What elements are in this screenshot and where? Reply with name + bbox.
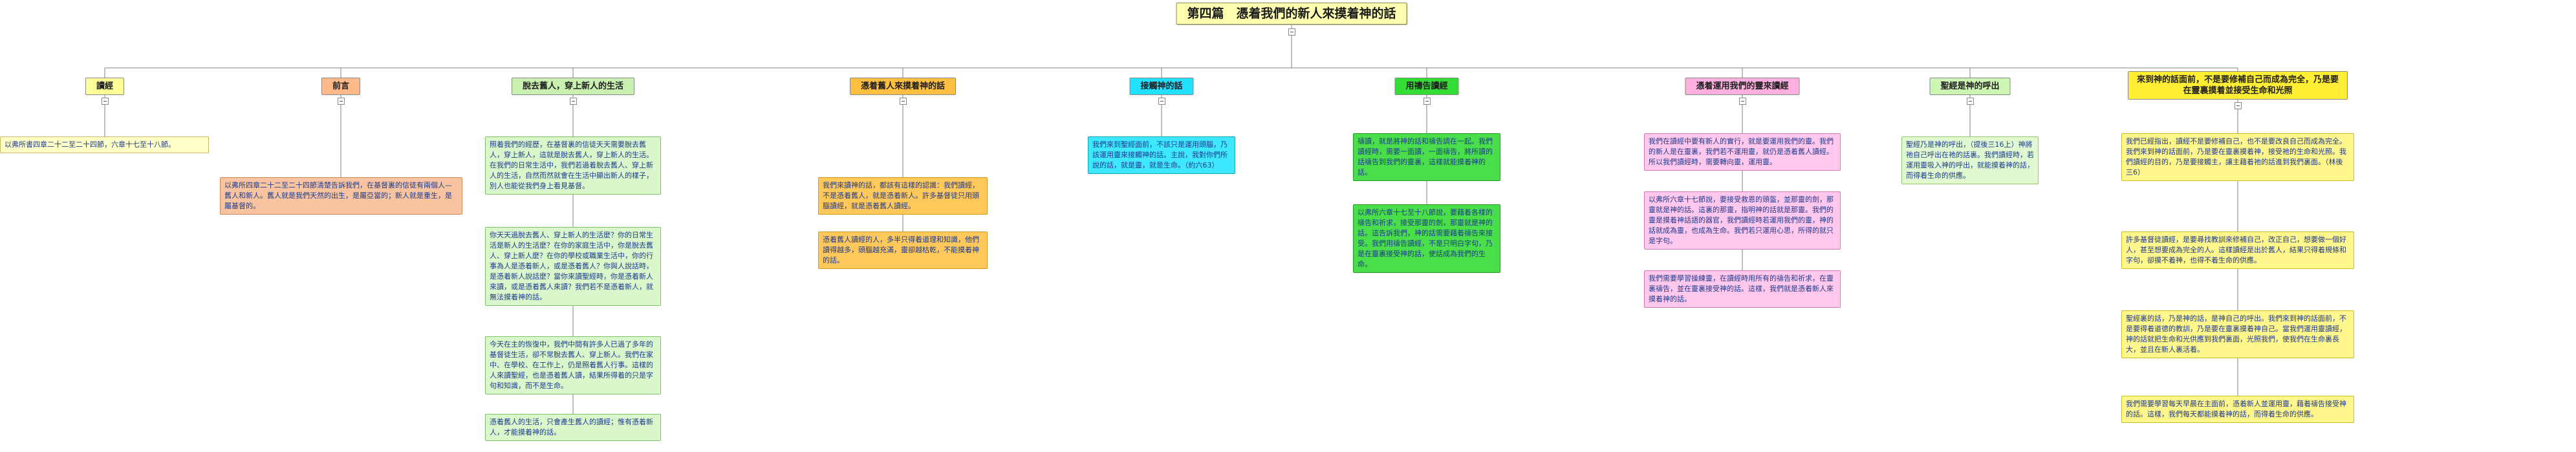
collapse-toggle-foreword[interactable] (338, 98, 345, 105)
branch-label-put-off-old-put-on-new[interactable]: 脫去舊人，穿上新人的生活 (511, 78, 635, 95)
collapse-toggle-pray-read[interactable] (1423, 98, 1431, 105)
node-contact-word-1[interactable]: 我們來到聖經面前，不該只是運用頭腦，乃該運用靈來接觸神的話。主說，我對你們所說的… (1088, 136, 1235, 174)
node-old-man-reading-1[interactable]: 我們來讀神的話，都該有這樣的認識：我們讀經，不是憑着舊人，就是憑着新人。許多基督… (818, 177, 988, 215)
collapse-toggle-contact-word[interactable] (1158, 98, 1165, 105)
node-exercise-spirit-3[interactable]: 我們需要學習操練靈，在讀經時用所有的禱告和祈求，在靈裏禱告，並在靈裏接受神的話。… (1644, 270, 1841, 308)
branch-label-scripture-reading[interactable]: 讀經 (85, 78, 125, 95)
branch-label-contact-word[interactable]: 接觸神的話 (1129, 78, 1194, 95)
branch-label-old-man-touching-word[interactable]: 憑着舊人來摸着神的話 (849, 78, 957, 95)
collapse-toggle-god-breathed[interactable] (1967, 98, 1974, 105)
node-put-off-old-3[interactable]: 今天在主的恢復中，我們中間有許多人已過了多年的基督徒生活，卻不常脫去舊人、穿上新… (485, 336, 661, 394)
node-put-off-old-1[interactable]: 照着我們的經歷，在基督裏的信徒天天需要脫去舊人，穿上新人，這就是脫去舊人，穿上新… (485, 136, 661, 195)
node-not-self-improvement-4[interactable]: 我們需要學習每天早晨在主面前，憑着新人並運用靈，藉着禱告接受神的話。這樣，我們每… (2121, 396, 2354, 423)
node-god-breathed-1[interactable]: 聖經乃是神的呼出，（提後三16上）神將祂自己呼出在祂的話裏。我們讀經時，若運用靈… (1901, 136, 2039, 184)
collapse-toggle-put-off-old-put-on-new[interactable] (570, 98, 577, 105)
node-not-self-improvement-1[interactable]: 我們已經指出，讀經不是要修補自己，也不是要改良自己而成為完全。我們來到神的話面前… (2121, 133, 2354, 181)
node-scripture-reading-1[interactable]: 以弗所書四章二十二至二十四節，六章十七至十八節。 (0, 136, 209, 153)
branch-label-god-breathed[interactable]: 聖經是神的呼出 (1929, 78, 2011, 95)
node-put-off-old-2[interactable]: 你天天過脫去舊人、穿上新人的生活麼？你的日常生活是新人的生活麼？在你的家庭生活中… (485, 227, 661, 306)
node-old-man-reading-2[interactable]: 憑着舊人讀經的人，多半只得着道理和知識，他們讀得越多，頭腦越充滿，靈卻越枯乾，不… (818, 231, 988, 269)
branch-label-not-self-improvement[interactable]: 來到神的話面前，不是要修補自己而成為完全，乃是要在靈裏摸着並接受生命和光照 (2128, 71, 2348, 100)
branch-label-pray-read[interactable]: 用禱告讀經 (1394, 78, 1459, 95)
node-pray-read-1[interactable]: 禱讀，就是將神的話和禱告調在一起。我們讀經時，需要一面讀，一面禱告，將所讀的話禱… (1353, 133, 1500, 181)
collapse-toggle-old-man-touching-word[interactable] (900, 98, 907, 105)
collapse-toggle-root[interactable] (1288, 28, 1295, 36)
node-exercise-spirit-2[interactable]: 以弗所六章十七節說，要接受救恩的頭盔，並那靈的劍，那靈就是神的話。這裏的那靈，指… (1644, 191, 1841, 250)
node-put-off-old-4[interactable]: 憑着舊人的生活，只會產生舊人的讀經；惟有憑着新人，才能摸着神的話。 (485, 414, 661, 441)
collapse-toggle-exercise-spirit[interactable] (1739, 98, 1746, 105)
page-title[interactable]: 第四篇 憑着我們的新人來摸着神的話 (1176, 3, 1407, 25)
branch-label-foreword[interactable]: 前言 (321, 78, 361, 95)
branch-label-exercise-spirit[interactable]: 憑着運用我們的靈來讀經 (1685, 78, 1800, 95)
node-foreword-1[interactable]: 以弗所四章二十二至二十四節清楚告訴我們，在基督裏的信徒有兩個人—舊人和新人。舊人… (220, 177, 462, 215)
node-not-self-improvement-2[interactable]: 許多基督徒讀經，是要尋找教訓來修補自己，改正自己，想要做一個好人，甚至想要成為完… (2121, 231, 2354, 269)
node-not-self-improvement-3[interactable]: 聖經裏的話，乃是神的話，是神自己的呼出。我們來到神的話面前，不是要得着道德的教訓… (2121, 310, 2354, 358)
node-pray-read-2[interactable]: 以弗所六章十七至十八節說，要藉着各樣的禱告和祈求，接受那靈的劍，那靈就是神的話。… (1353, 204, 1500, 273)
collapse-toggle-scripture-reading[interactable] (102, 98, 109, 105)
node-exercise-spirit-1[interactable]: 我們在讀經中要有新人的實行，就是要運用我們的靈。我們的新人是在靈裏，我們若不運用… (1644, 133, 1841, 171)
collapse-toggle-not-self-improvement[interactable] (2235, 102, 2242, 109)
